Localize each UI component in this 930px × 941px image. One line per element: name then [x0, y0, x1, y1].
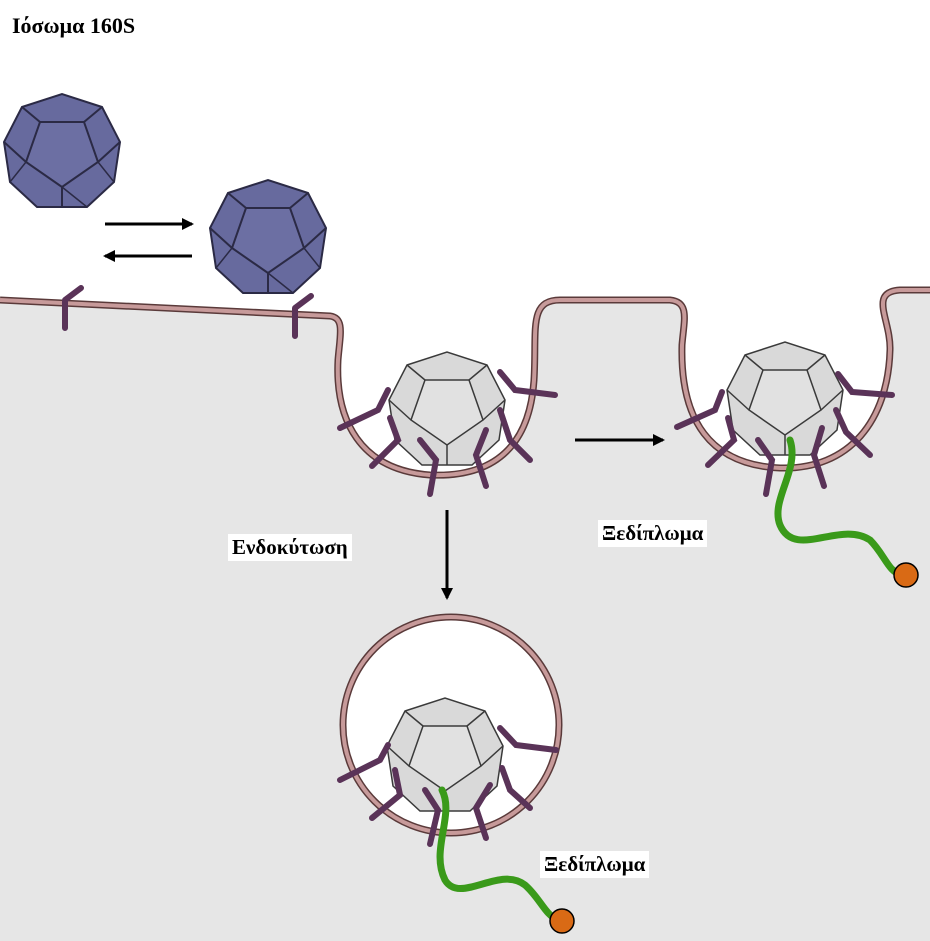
a-particle-membrane — [726, 341, 844, 456]
vpg-protein — [893, 562, 919, 588]
diagram-title: Ιόσωμα 160S — [12, 13, 136, 38]
label-uncoating-endosome: Ξεδίπλωμα — [540, 851, 650, 878]
viral-rna — [774, 436, 906, 579]
vpg-protein — [549, 908, 575, 934]
label-endocytosis: Ενδοκύτωση — [228, 534, 352, 561]
a-particle-135s — [388, 351, 506, 466]
receptor-cluster — [337, 369, 558, 497]
label-uncoating-membrane: Ξεδίπλωμα — [598, 520, 708, 547]
receptor-cluster — [674, 371, 895, 497]
virion-free — [3, 93, 121, 208]
viral-rna — [436, 786, 562, 924]
receptor-cluster — [337, 725, 559, 847]
virion-bound — [209, 179, 327, 294]
